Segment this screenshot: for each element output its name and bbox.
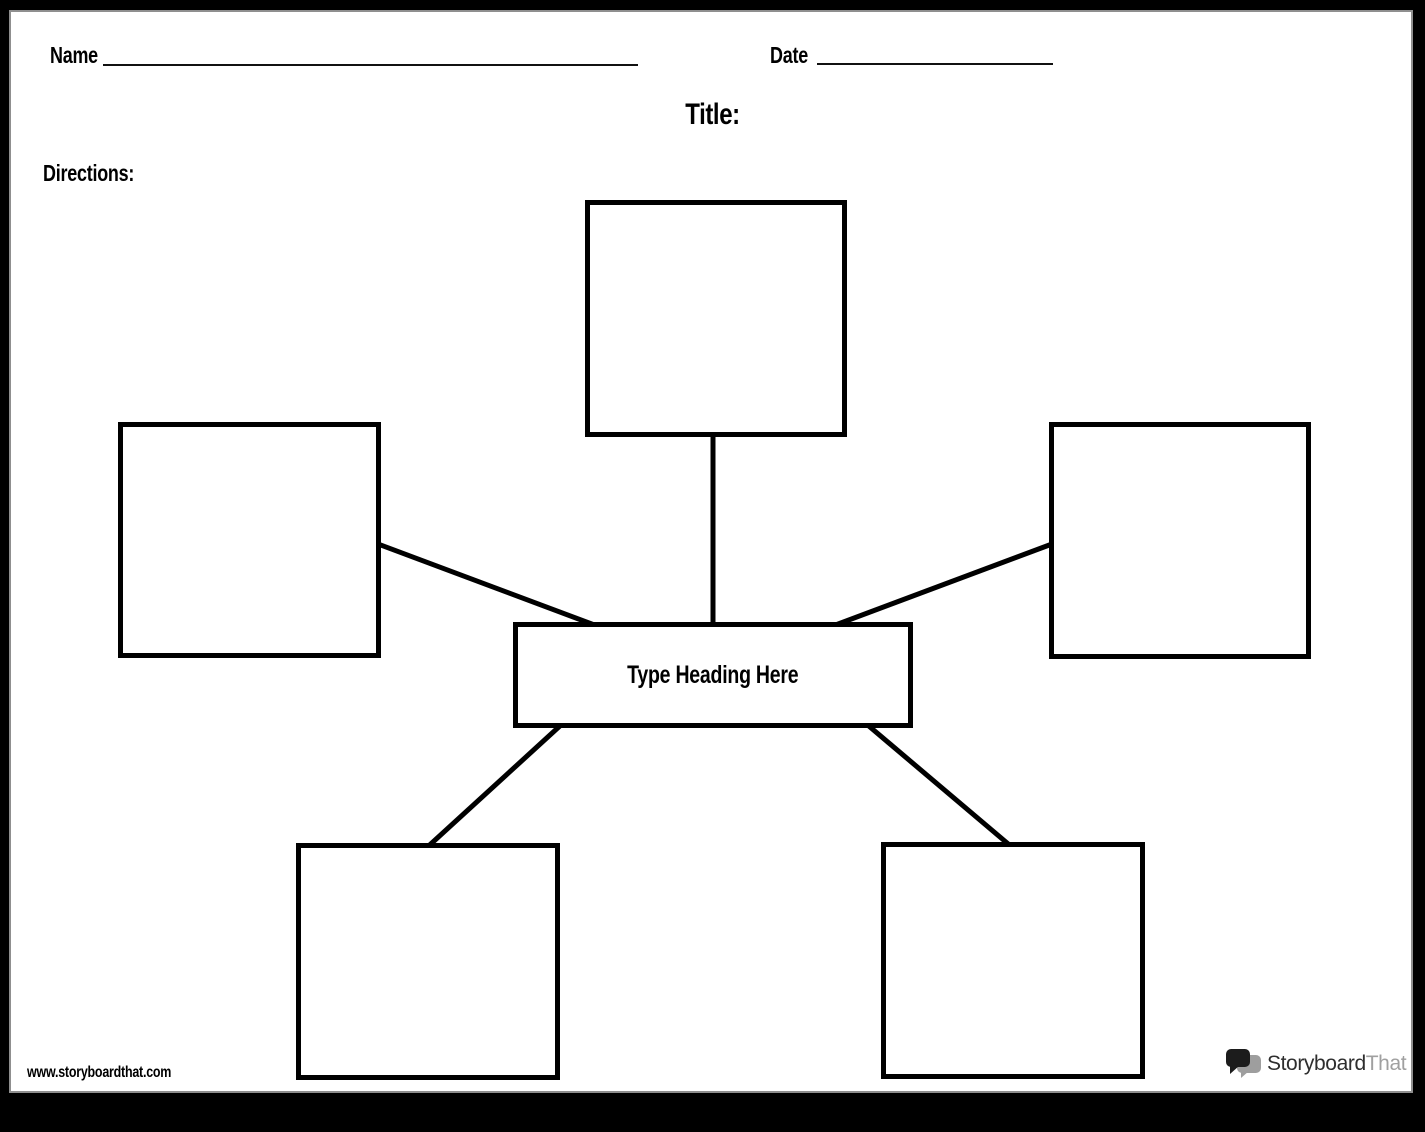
connector-bottom-left bbox=[420, 712, 575, 854]
center-heading-box[interactable]: Type Heading Here bbox=[513, 622, 913, 728]
spider-node-bottom-right[interactable] bbox=[881, 842, 1145, 1079]
spider-node-right[interactable] bbox=[1049, 422, 1311, 659]
storyboardthat-logo: StoryboardThat bbox=[1226, 1049, 1407, 1078]
page-title: Title: bbox=[685, 98, 740, 131]
speech-bubbles-icon bbox=[1226, 1049, 1261, 1078]
center-heading-text[interactable]: Type Heading Here bbox=[627, 660, 799, 689]
spider-node-left[interactable] bbox=[118, 422, 381, 658]
date-blank-line bbox=[817, 63, 1053, 65]
name-label: Name bbox=[50, 42, 98, 68]
logo-text-that: That bbox=[1365, 1051, 1407, 1075]
directions-label: Directions: bbox=[43, 160, 135, 186]
spider-node-bottom-left[interactable] bbox=[296, 843, 560, 1080]
connector-bottom-right bbox=[855, 714, 1015, 850]
name-blank-line bbox=[103, 64, 638, 66]
date-label: Date bbox=[770, 42, 808, 68]
spider-node-top[interactable] bbox=[585, 200, 847, 437]
logo-text-storyboard: Storyboard bbox=[1267, 1051, 1366, 1075]
footer-url: www.storyboardthat.com bbox=[27, 1064, 172, 1081]
